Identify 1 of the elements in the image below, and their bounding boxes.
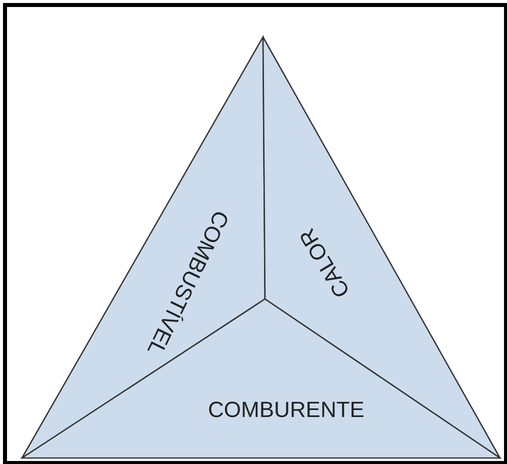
- section-label: COMBURENTE: [208, 397, 364, 423]
